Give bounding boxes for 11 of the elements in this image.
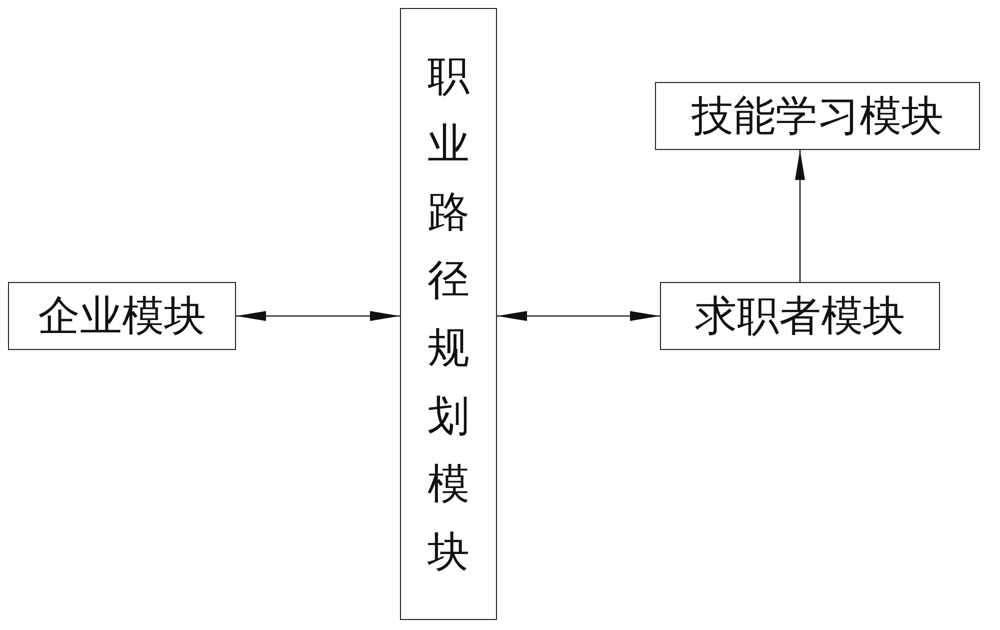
arrow xyxy=(795,150,805,282)
module-box xyxy=(655,82,980,150)
arrow xyxy=(497,311,660,321)
module-box xyxy=(8,282,236,350)
module-box xyxy=(400,8,497,620)
arrow xyxy=(236,311,400,321)
module-label: 职业路径规划模块 xyxy=(428,50,470,578)
module-box xyxy=(660,282,940,350)
module-label: 企业模块 xyxy=(38,290,206,342)
module-label: 技能学习模块 xyxy=(692,90,944,142)
module-label: 求职者模块 xyxy=(695,290,905,342)
